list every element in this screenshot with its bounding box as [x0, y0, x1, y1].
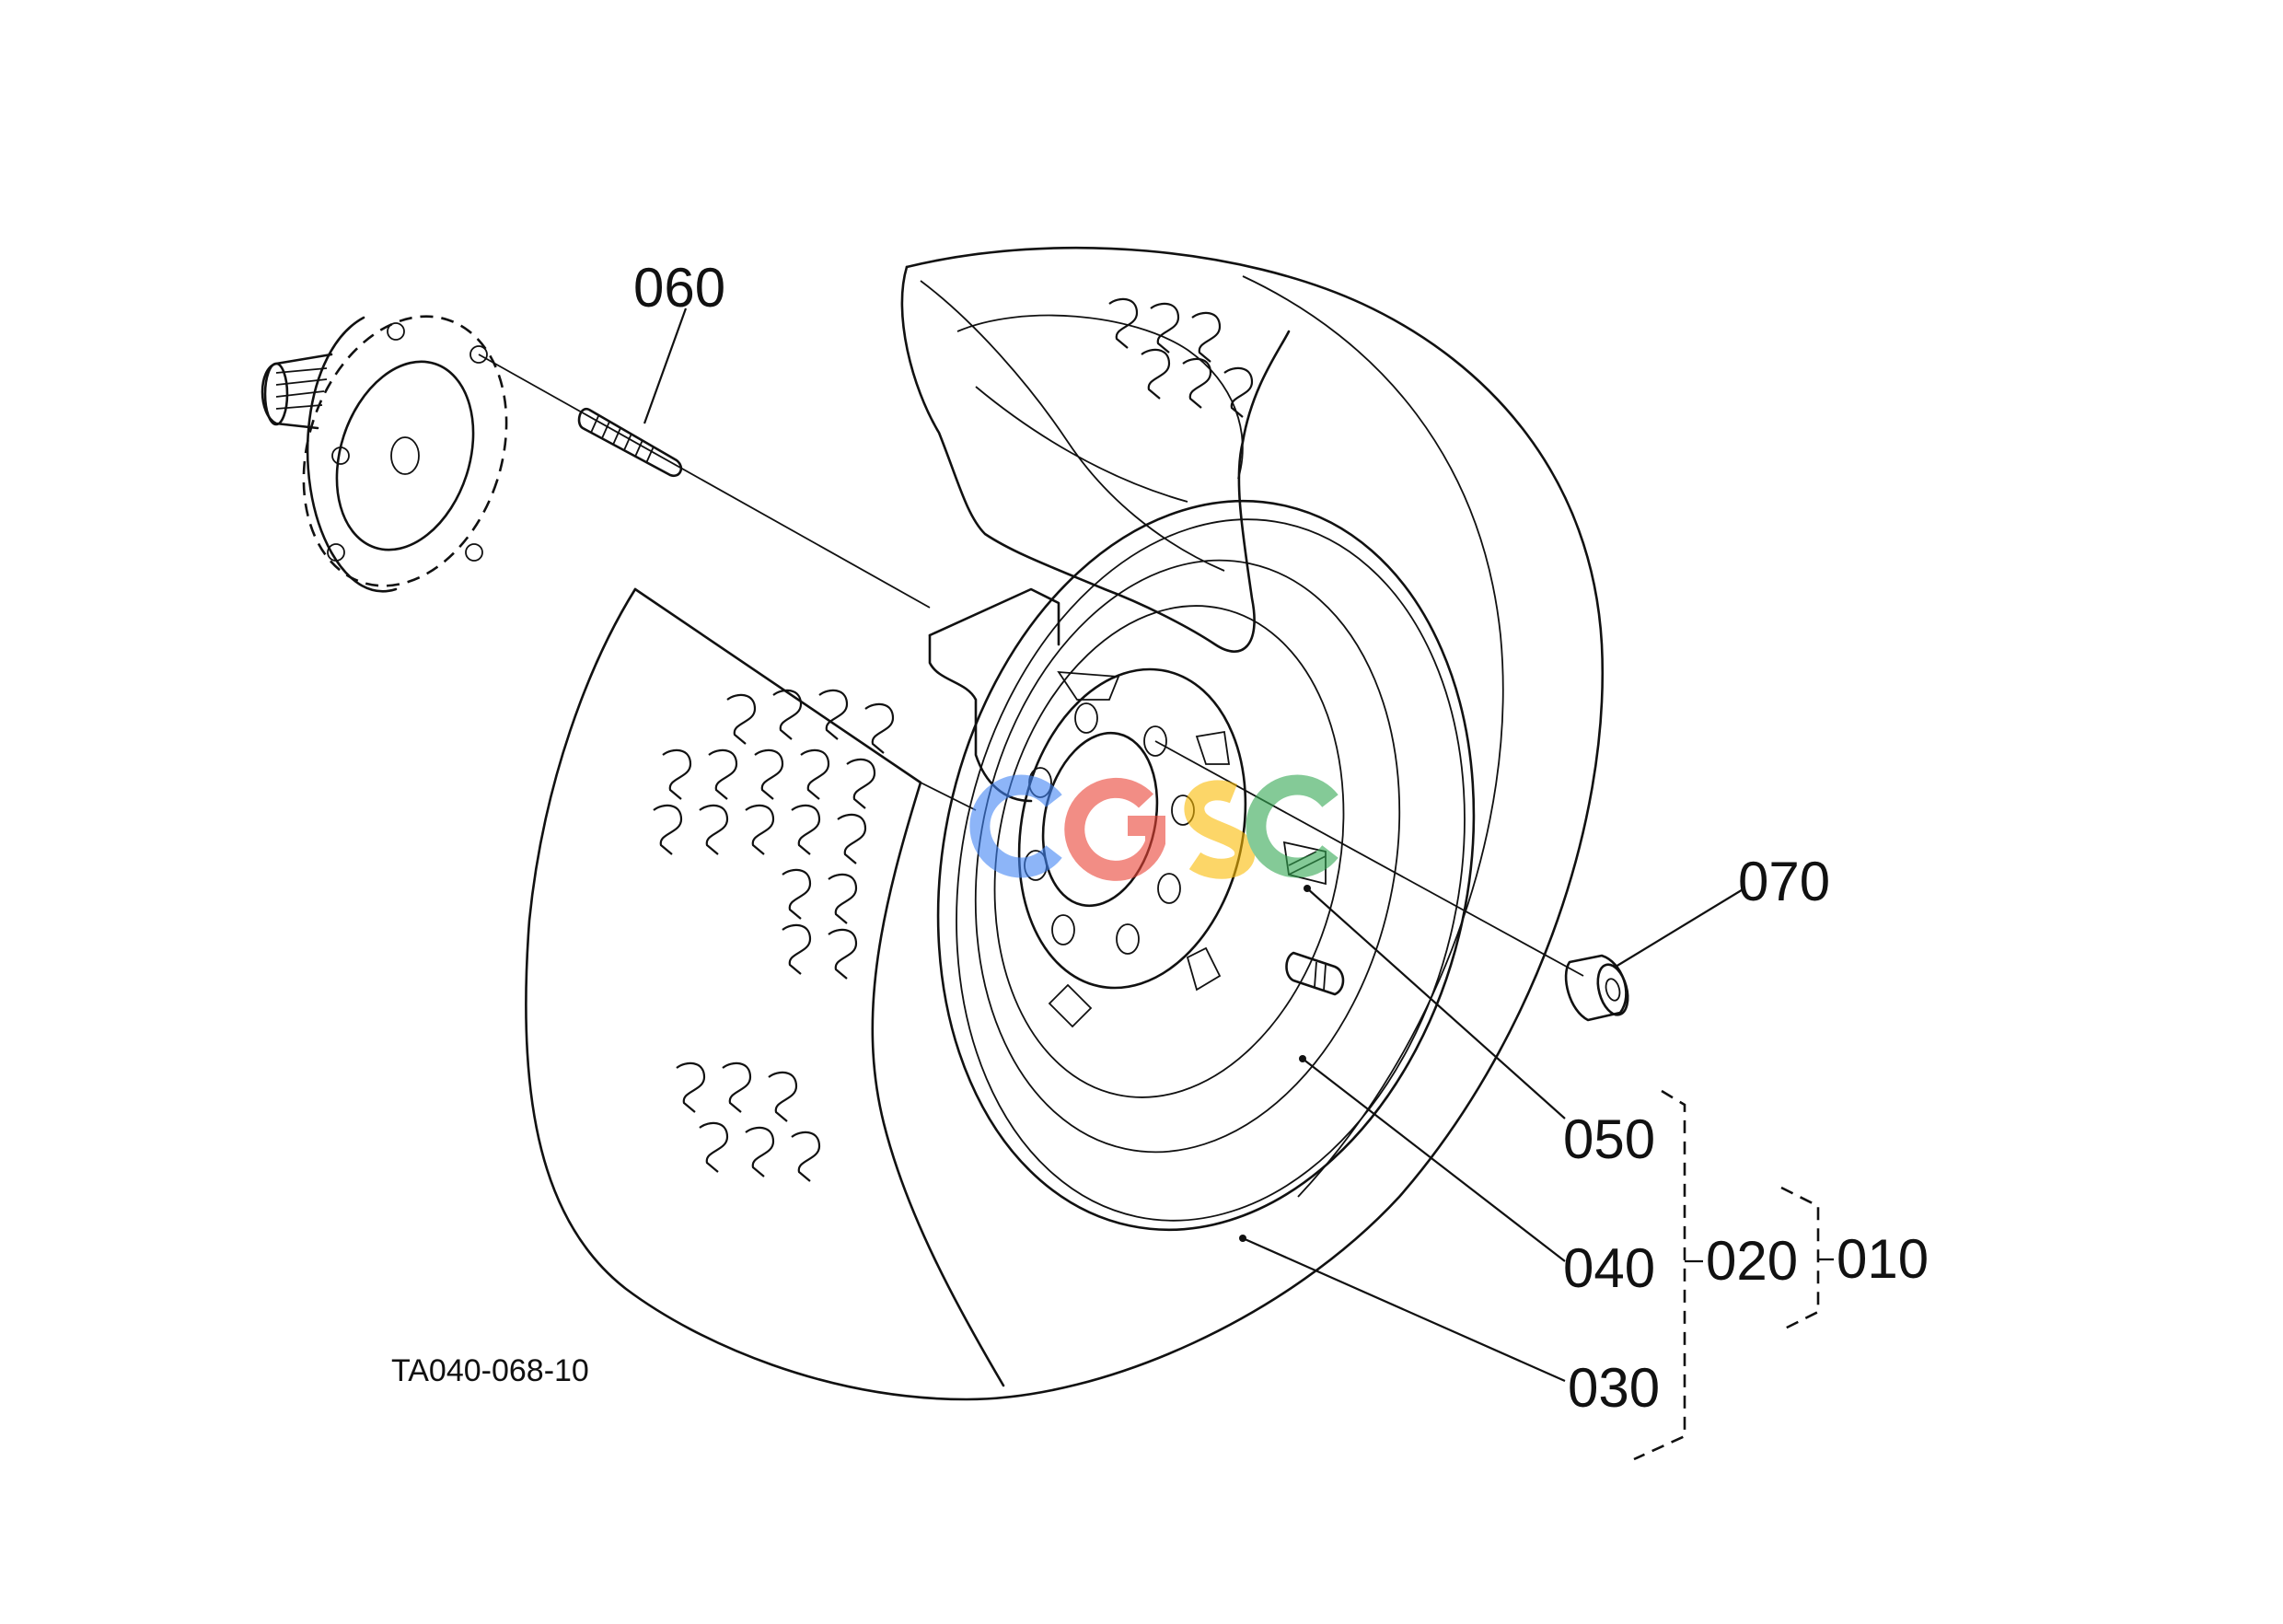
tread-pattern-middle — [653, 689, 895, 980]
wheel-nut — [1564, 954, 1629, 1022]
callout-020: 020 — [1706, 1230, 1798, 1292]
figure-reference: TA040-068-10 — [391, 1353, 589, 1388]
callout-050: 050 — [1563, 1108, 1655, 1170]
stud-alignment-line — [478, 354, 931, 609]
assembly-brackets — [1633, 1089, 1834, 1461]
callout-070: 070 — [1738, 851, 1830, 912]
tread-pattern-upper — [1108, 297, 1254, 418]
callout-040: 040 — [1563, 1237, 1655, 1299]
callout-010: 010 — [1837, 1228, 1929, 1290]
watermark-logo — [969, 774, 1339, 881]
nut-alignment-line — [1154, 740, 1584, 977]
axle-hub-flange — [261, 315, 508, 593]
tread-pattern-lower — [676, 1061, 821, 1182]
tire — [525, 246, 1605, 1401]
callout-030: 030 — [1568, 1357, 1660, 1419]
callout-060: 060 — [633, 257, 725, 319]
leader-lines — [643, 307, 1745, 1383]
